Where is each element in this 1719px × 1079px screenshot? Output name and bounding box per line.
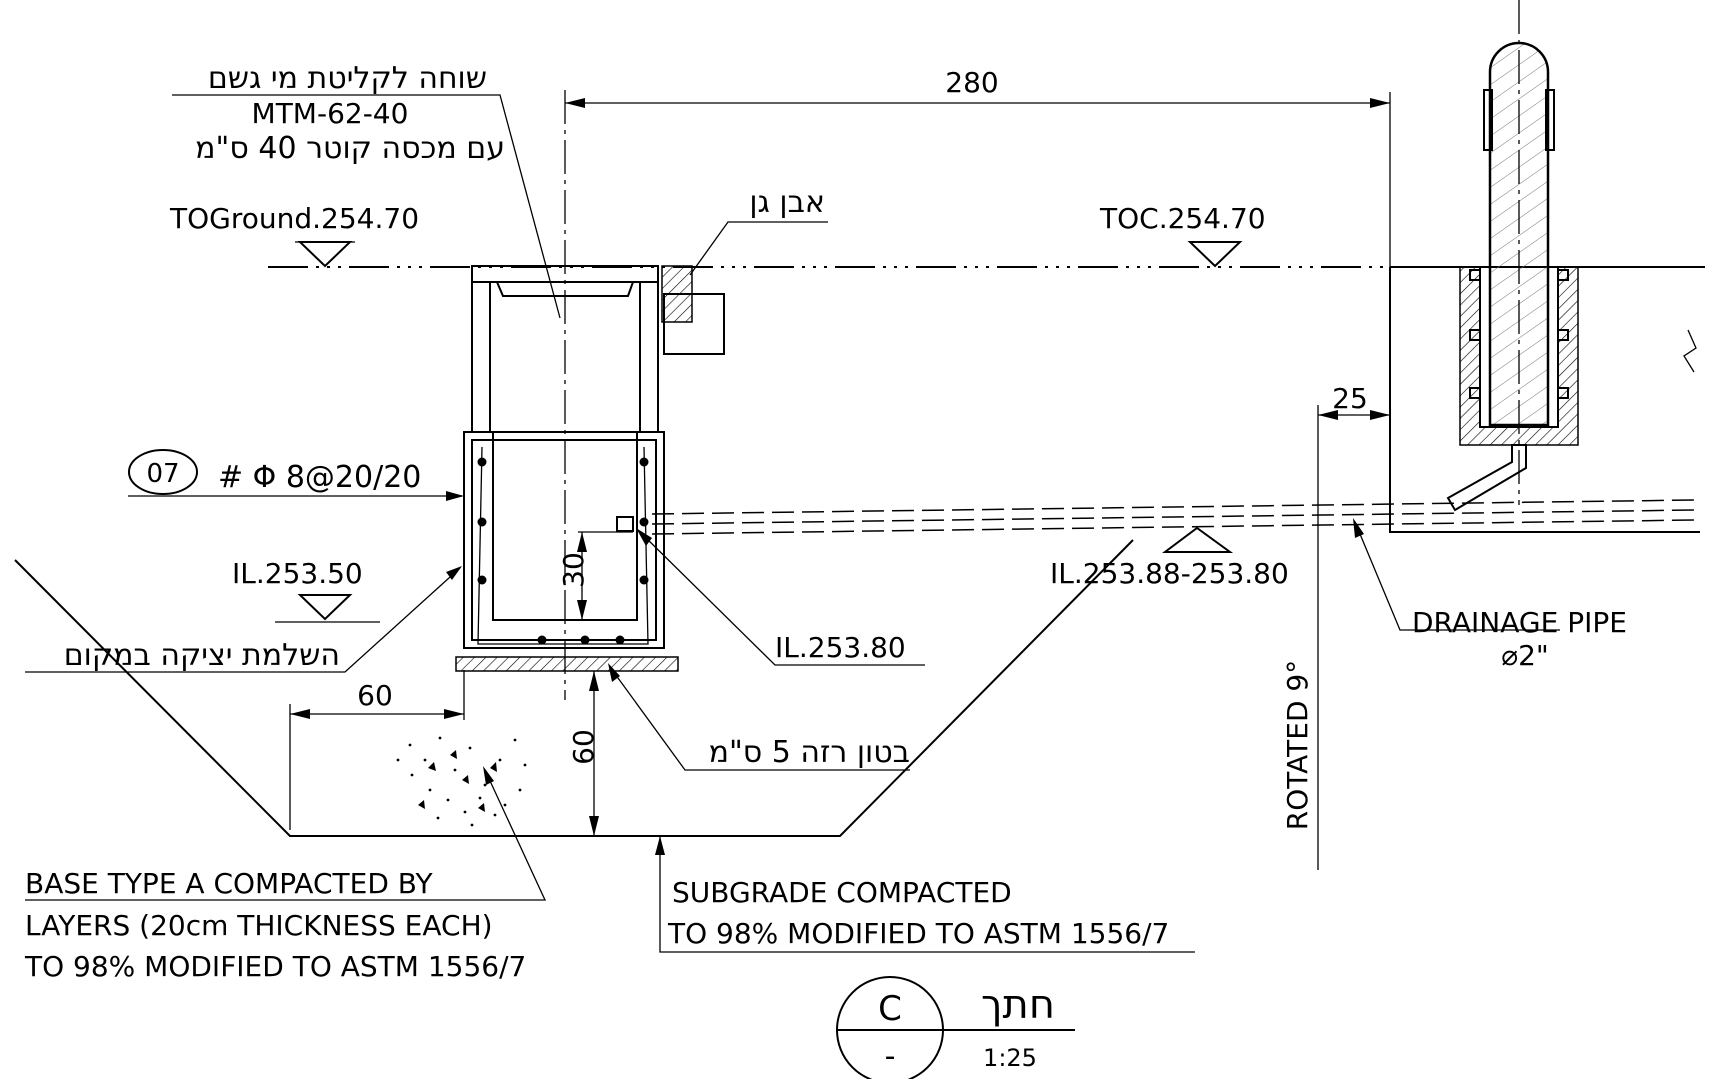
il-range-label: IL.253.88-253.80 [1050, 557, 1289, 590]
dim-60-vertical-label: 60 [567, 729, 600, 765]
section-sheet: - [885, 1039, 896, 1074]
section-symbol [836, 976, 1075, 1079]
section-title: חתך [981, 982, 1055, 1028]
level-marker-il-range [1162, 526, 1234, 553]
dim-280 [565, 92, 1391, 267]
lean-concrete-layer [455, 656, 679, 672]
dim-60-horizontal-label: 60 [357, 679, 393, 712]
base-type-line3: TO 98% MODIFIED TO ASTM 1556/7 [24, 950, 526, 983]
il-25380-label: IL.253.80 [775, 631, 906, 664]
dim-30-label: 30 [557, 552, 590, 588]
dim-25 [1317, 405, 1390, 870]
base-type-line1: BASE TYPE A COMPACTED BY [25, 867, 433, 900]
drain-title-line1: שוחה לקליטת מי גשם [208, 61, 487, 96]
toc-label: TOC.254.70 [1099, 202, 1266, 235]
dim-280-label: 280 [945, 66, 998, 99]
leader-lines [25, 94, 1560, 953]
toground-label: TOGround.254.70 [169, 202, 419, 235]
il-25350-label: IL.253.50 [232, 557, 363, 590]
grate-cover [495, 281, 635, 297]
rebar-label: # Φ 8@20/20 [218, 460, 421, 495]
subgrade-line2: TO 98% MODIFIED TO ASTM 1556/7 [667, 917, 1169, 950]
level-marker-toc [1187, 241, 1243, 268]
detail-bubble [128, 449, 198, 495]
rebar-dots [477, 446, 649, 645]
level-marker-toground [295, 241, 355, 268]
drainage-pipe-label: DRAINAGE PIPE [1412, 606, 1627, 639]
dim-60-vertical [589, 671, 599, 836]
bollard-footing [1389, 0, 1700, 533]
drain-title-line2: MTM-62-40 [252, 97, 409, 130]
dim-25-label: 25 [1332, 382, 1368, 415]
subgrade-line1: SUBGRADE COMPACTED [672, 876, 1012, 909]
garden-stone-label: אבן גן [749, 185, 825, 220]
gravel-stipple [396, 736, 527, 827]
drain-title-line3: עם מכסה קוטר 40 ס"מ [195, 131, 505, 166]
pipe-diameter-label: ⌀2" [1501, 639, 1549, 672]
detail-number: 07 [146, 459, 179, 489]
drainage-pipe [651, 499, 1696, 535]
cast-in-place-label: השלמת יציקה במקום [64, 638, 340, 673]
rotated-label: ROTATED 9° [1281, 660, 1314, 830]
drain-chamber [455, 265, 725, 672]
lean-concrete-label: בטון רזה 5 ס"מ [709, 735, 910, 770]
base-type-line2: LAYERS (20cm THICKNESS EACH) [25, 909, 493, 942]
dim-60-horizontal [289, 670, 465, 830]
dim-30 [577, 531, 633, 620]
section-letter: C [878, 989, 902, 1029]
section-scale: 1:25 [983, 1044, 1037, 1072]
level-marker-il-25350 [275, 594, 380, 623]
excavation-outline [14, 539, 1134, 837]
